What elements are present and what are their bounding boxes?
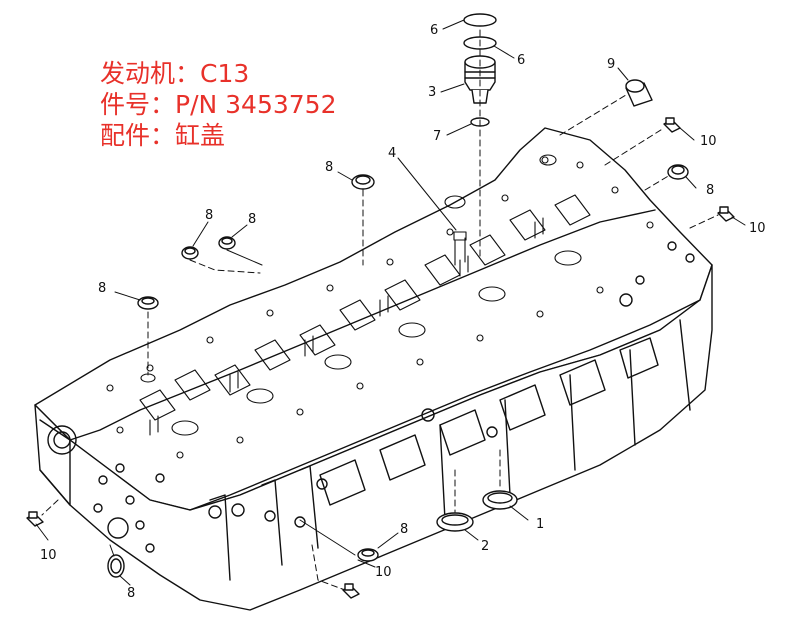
callout-10a: 10 bbox=[700, 134, 717, 149]
bolt-10-mid bbox=[717, 206, 735, 222]
plug-8-b bbox=[218, 236, 236, 250]
callout-10c: 10 bbox=[40, 548, 57, 563]
plug-8-bottom-left bbox=[107, 554, 125, 578]
callout-2: 2 bbox=[481, 539, 489, 554]
callout-8d: 8 bbox=[248, 212, 256, 227]
callout-labels: 6 6 3 7 4 9 10 8 10 8 8 8 8 10 8 8 10 1 … bbox=[40, 23, 766, 601]
callout-10d: 10 bbox=[375, 565, 392, 580]
engine-model-text: 发动机：C13 bbox=[100, 59, 250, 88]
leader-lines bbox=[35, 19, 746, 591]
callout-8b: 8 bbox=[325, 160, 333, 175]
plug-8-left bbox=[137, 296, 159, 310]
callout-1: 1 bbox=[536, 517, 544, 532]
callout-4: 4 bbox=[388, 146, 396, 161]
valve-train-features bbox=[106, 154, 654, 459]
callout-6a: 6 bbox=[430, 23, 438, 38]
plug-9 bbox=[625, 79, 653, 107]
sleeve-1 bbox=[482, 490, 518, 510]
callout-8a: 8 bbox=[706, 183, 714, 198]
callout-8f: 8 bbox=[127, 586, 135, 601]
part-info-header: 发动机：C13 件号：P/N 3453752 配件：缸盖 bbox=[100, 58, 337, 151]
callout-3: 3 bbox=[428, 85, 436, 100]
plug-8-bottom bbox=[357, 548, 379, 562]
callout-6b: 6 bbox=[517, 53, 525, 68]
exploded-parts bbox=[26, 13, 735, 599]
plug-8-right bbox=[667, 164, 689, 180]
plug-8-a bbox=[181, 246, 199, 260]
seal-ring-6a bbox=[463, 13, 497, 27]
callout-8c: 8 bbox=[205, 208, 213, 223]
bolt-10-bottom bbox=[342, 583, 360, 599]
bolt-10-left bbox=[26, 511, 44, 527]
plug-8-center bbox=[351, 174, 375, 190]
callout-10b: 10 bbox=[749, 221, 766, 236]
sleeve-2 bbox=[436, 512, 474, 532]
component-name-text: 配件：缸盖 bbox=[100, 121, 226, 150]
bolt-10-top bbox=[663, 117, 681, 133]
part-number-text: 件号：P/N 3453752 bbox=[100, 90, 337, 119]
callout-8e: 8 bbox=[98, 281, 106, 296]
callout-7: 7 bbox=[433, 129, 441, 144]
callout-9: 9 bbox=[607, 57, 615, 72]
callout-8g: 8 bbox=[400, 522, 408, 537]
cylinder-head-casting bbox=[34, 127, 713, 611]
